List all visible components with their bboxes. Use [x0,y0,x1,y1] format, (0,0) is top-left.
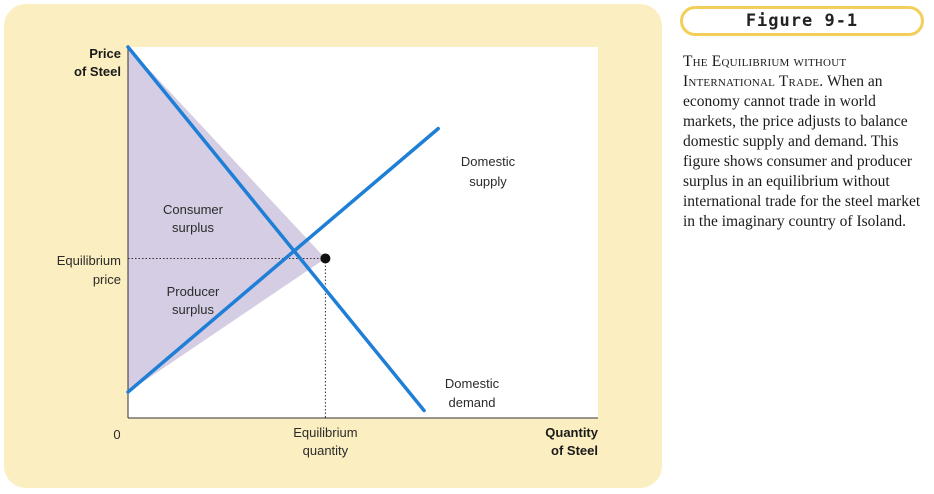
consumer-surplus-region [128,47,326,259]
caption-text: When an economy cannot trade in world ma… [683,73,921,230]
figure-label: Figure 9-1 [680,6,924,36]
supply-curve [126,126,440,394]
equilibrium-point [320,253,331,264]
producer-surplus-region [128,258,326,393]
demand-curve [126,45,426,413]
figure-caption: The Equilibrium without International Tr… [683,52,923,232]
origin-label: 0 [113,427,120,442]
caption-title: The Equilibrium without International Tr… [683,53,847,90]
